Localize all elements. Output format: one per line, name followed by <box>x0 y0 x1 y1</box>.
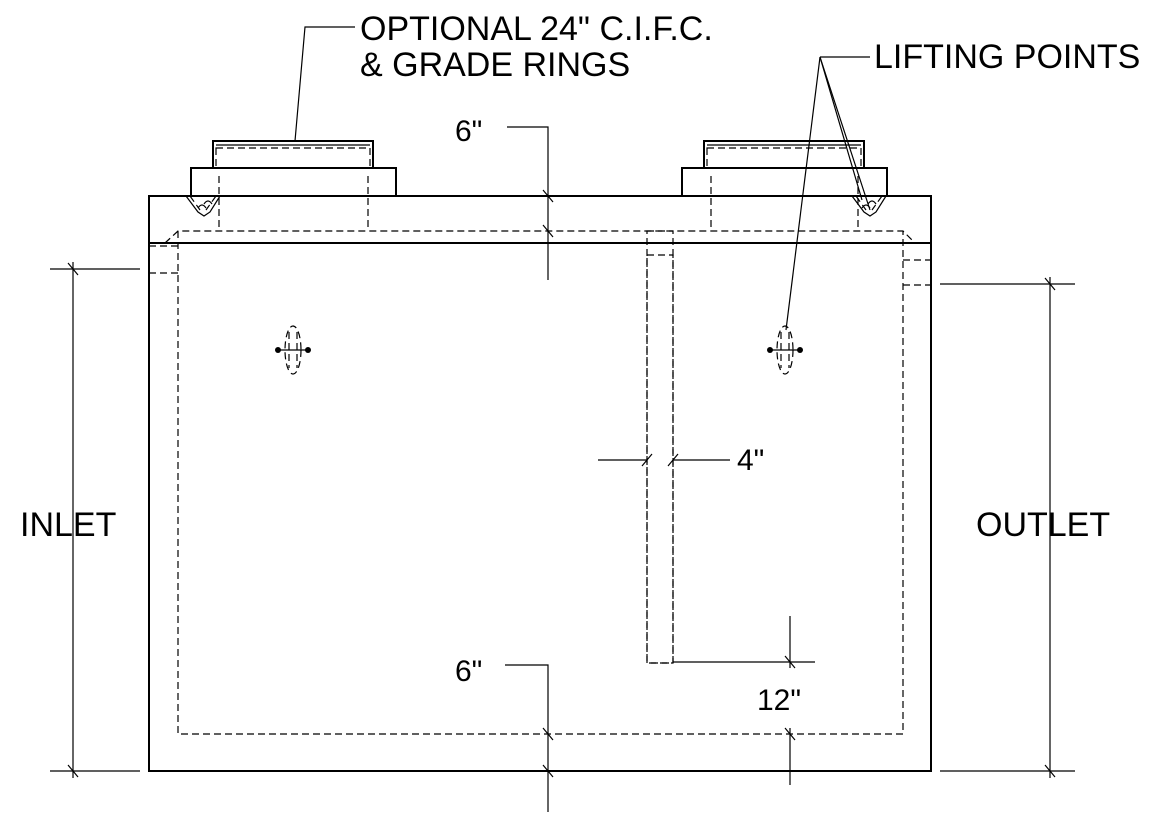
callout-lifting-leader <box>785 56 871 331</box>
dim-baffle-gap-label: 12" <box>757 684 801 717</box>
tank-inner-cavity <box>149 230 931 735</box>
dim-wall-4-label: 4" <box>737 444 764 477</box>
dim-inlet <box>50 262 140 778</box>
outlet-label: OUTLET <box>976 506 1110 544</box>
tank-outline <box>148 195 932 772</box>
dim-bottom-6 <box>505 664 554 812</box>
lifting-insert-left-wall <box>275 325 311 375</box>
inlet-label: INLET <box>20 506 116 544</box>
callout-cifc-leader <box>294 26 355 142</box>
riser-left <box>190 140 397 231</box>
baffle-wall <box>646 230 674 664</box>
dim-top-6 <box>507 126 554 280</box>
lifting-insert-right-wall <box>767 325 803 375</box>
callout-cifc-label: OPTIONAL 24" C.I.F.C. <box>360 10 713 48</box>
dim-top-6-label: 6" <box>455 115 482 148</box>
lifting-insert-left-lid <box>185 195 221 217</box>
dim-wall-4 <box>598 453 730 467</box>
lifting-points-label: LIFTING POINTS <box>874 38 1140 76</box>
callout-grade-rings-label: & GRADE RINGS <box>360 46 630 84</box>
dim-bottom-6-label: 6" <box>455 655 482 688</box>
dim-outlet <box>940 277 1075 778</box>
dim-baffle-gap-12 <box>673 616 815 785</box>
riser-right <box>681 140 888 231</box>
